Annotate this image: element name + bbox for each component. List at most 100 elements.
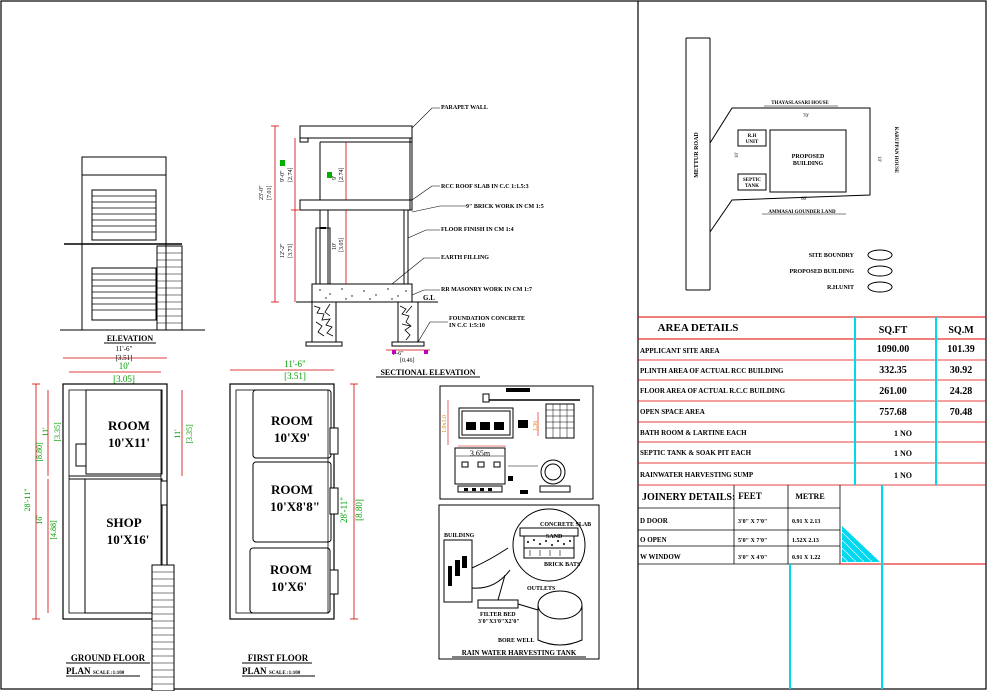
gf-width-outer-ft: 11'-6" [116, 345, 133, 353]
site-north-label: THAYASLASARI HOUSE [771, 101, 829, 106]
area-row-sqft: 261.00 [879, 386, 907, 397]
area-row-sqft: 332.35 [879, 365, 907, 376]
site-rh-2: UNIT [746, 140, 759, 145]
area-row-label: PLINTH AREA OF ACTUAL RCC BUILDING [640, 367, 784, 375]
joinery-row-feet: 5'0" X 7'0" [738, 538, 767, 544]
site-building-1: PROPOSED [792, 154, 825, 160]
rwh-building: BUILDING [444, 533, 475, 539]
elevation-title: ELEVATION [107, 334, 154, 343]
sect-upper-inner-m: [2.74] [339, 168, 345, 183]
area-row-label: RAINWATER HARVESTING SUMP [640, 471, 754, 479]
legend-symbol-2 [867, 265, 893, 277]
site-septic-2: TANK [745, 184, 759, 189]
site-building-2: BUILDING [793, 161, 824, 167]
gf-plan-label: PLAN [66, 666, 91, 676]
sect-total-ft: 23'-0" [259, 185, 265, 200]
legend-rh-unit: R.H.UNIT [827, 285, 854, 291]
sect-lower-m: [3.71] [288, 244, 294, 259]
gf-width-inner-m: [3.05] [113, 374, 135, 384]
sect-upper-m: [2.74] [288, 168, 294, 183]
area-row-label: FLOOR AREA OF ACTUAL R.C.C BUILDING [640, 387, 786, 395]
sectional-elevation-title: SECTIONAL ELEVATION [380, 368, 475, 377]
label-parapet: PARAPET WALL [441, 105, 488, 111]
area-row-sqm: 101.39 [947, 344, 975, 355]
label-floor-finish: FLOOR FINISH IN CM 1:4 [441, 227, 514, 233]
ff-room1-size: 10'X9' [274, 430, 310, 445]
area-title: AREA DETAILS [658, 322, 739, 334]
joinery-title: JOINERY DETAILS: [642, 492, 735, 503]
legend-proposed-building: PROPOSED BUILDING [789, 269, 854, 275]
area-row-sqft: 1 NO [894, 471, 912, 480]
area-col-sqft: SQ.FT [879, 325, 908, 336]
area-details-table: AREA DETAILS SQ.FT SQ.M APPLICANT SITE A… [638, 316, 986, 486]
label-ground-level: G.L [423, 294, 435, 302]
gf-right-ft: 11' [173, 429, 182, 439]
site-right-label: KARUPPAN HOUSE [893, 127, 898, 174]
joinery-row-metre: 1.52X 2.13 [792, 538, 819, 544]
front-elevation: ELEVATION [60, 156, 205, 344]
area-row-sqft: 757.68 [879, 407, 907, 418]
ground-floor-plan: 11'-6" [3.51] 10' [3.05] 28'-11" [8.80] … [23, 345, 194, 691]
sect-upper-inner-ft: 9' [332, 176, 338, 180]
legend-symbol-1 [867, 249, 893, 261]
sectional-elevation: 23'-0" [7.01] 9'-0" [2.74] 9' [2.74] 12'… [259, 105, 544, 378]
label-brick-work: 9" BRICK WORK IN CM 1:5 [466, 204, 544, 210]
site-right-dim: 10' [876, 156, 881, 162]
area-col-sqm: SQ.M [948, 325, 974, 336]
rwh-outlets: OUTLETS [527, 586, 556, 592]
gf-width-outer-m: [3.51] [116, 354, 133, 362]
gf-right-m: [3.35] [185, 424, 194, 444]
septic-tank-detail: 1.0x1.0 1.36 3.65m [439, 385, 594, 500]
sect-lower-ft: 12'-2" [280, 243, 286, 258]
site-north-dim: 70' [803, 114, 809, 119]
label-roof-slab: RCC ROOF SLAB IN C.C 1:1.5:3 [441, 184, 529, 190]
ff-depth-m: [8.80] [354, 499, 364, 521]
sect-upper-ft: 9'-0" [280, 170, 286, 182]
site-left-dim: 10' [735, 152, 740, 158]
ff-width-m: [3.51] [284, 371, 306, 381]
rwh-filter-bed-2: 3'0"X3'0"X2'0" [478, 619, 520, 625]
site-plan: METTUR ROAD THAYASLASARI HOUSE 70' KARUP… [685, 37, 898, 293]
legend-site-boundary: SITE BOUNDRY [809, 253, 855, 259]
joinery-row-feet: 3'0" X 4'0" [738, 555, 767, 561]
site-septic-1: SEPTIC [743, 178, 761, 183]
ff-title: FIRST FLOOR [248, 653, 309, 663]
joinery-row-metre: 0.91 X 1.22 [792, 555, 820, 561]
ff-room3-size: 10'X6' [271, 579, 307, 594]
area-row-sqft: 1090.00 [877, 344, 910, 355]
ff-plan-label: PLAN [242, 666, 267, 676]
area-row-sqm: 30.92 [950, 365, 973, 376]
first-floor-plan: 11'-6" [3.51] 28'-11" [8.80] ROOM 10'X9'… [229, 359, 364, 677]
ff-room2-size: 10'X8'8" [270, 499, 320, 514]
joinery-col-metre: METRE [795, 492, 824, 501]
rwh-filter-bed-1: FILTER BED [480, 612, 516, 618]
septic-dim-side: 1.36 [533, 421, 539, 432]
gf-scale: SCALE :1:100 [93, 671, 125, 676]
gf-room-depth-m: [3.35] [53, 422, 62, 442]
rubble-foundation-left [305, 301, 343, 347]
joinery-table: JOINERY DETAILS: FEET METRE D DOOR O OPE… [638, 485, 986, 689]
joinery-row-label: D DOOR [640, 517, 669, 525]
area-row-label: OPEN SPACE AREA [640, 408, 705, 416]
area-row-label: APPLICANT SITE AREA [640, 347, 720, 355]
ff-room1-name: ROOM [271, 413, 313, 428]
ff-depth-ft: 28'-11" [339, 497, 349, 523]
gf-title: GROUND FLOOR [71, 653, 146, 663]
rwh-sand: SAND [546, 534, 563, 540]
rubble-foundation-right [391, 301, 425, 347]
joinery-row-label: W WINDOW [640, 553, 681, 561]
label-foundation-2: IN C.C 1:5:10 [449, 323, 485, 329]
label-rr-masonry: RR MASONRY WORK IN CM 1:7 [441, 287, 532, 293]
gf-depth-m: [8.80] [35, 442, 44, 462]
joinery-row-metre: 0.91 X 2.13 [792, 519, 820, 525]
gf-room-depth-ft: 11' [41, 427, 50, 437]
sect-total-m: [7.01] [267, 186, 273, 201]
rainwater-harvesting-detail: BUILDING CONCRETE SLAB SAND BRICK BATS O… [438, 504, 600, 660]
gf-width-inner-ft: 10' [119, 361, 130, 371]
legend-symbol-3 [867, 281, 893, 293]
gf-shop-depth-ft: 16' [35, 515, 44, 525]
area-row-sqft: 1 NO [894, 429, 912, 438]
rwh-concrete-slab: CONCRETE SLAB [540, 522, 591, 528]
